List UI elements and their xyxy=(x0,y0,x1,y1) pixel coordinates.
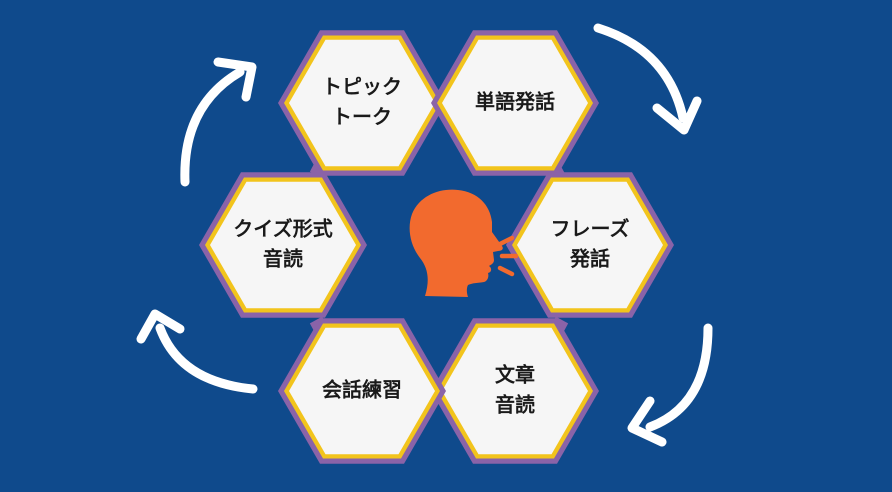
hex-label-line: クイズ形式 xyxy=(233,217,332,241)
hex-face xyxy=(289,327,435,455)
hex-label-line: 会話練習 xyxy=(322,378,402,402)
hex-face xyxy=(442,39,588,167)
arrow-top-left-icon xyxy=(180,57,257,187)
hex-face xyxy=(442,327,588,455)
speaking-head-icon xyxy=(409,189,519,297)
arrow-bottom-left-icon xyxy=(136,309,258,394)
cycle-arrows xyxy=(136,23,713,447)
arrow-bottom-right-icon xyxy=(627,323,713,447)
hex-label-line: 文章 xyxy=(495,363,535,387)
hex-node-conversation-practice: 会話練習 xyxy=(278,318,446,464)
hex-label-line: 音読 xyxy=(263,247,303,271)
hex-face xyxy=(210,181,356,309)
hex-label-line: トピック xyxy=(322,75,402,99)
hex-label-line: フレーズ xyxy=(551,217,630,241)
hex-label-line: トーク xyxy=(332,105,392,129)
arrow-top-right-icon xyxy=(593,23,702,135)
hex-label-line: 音読 xyxy=(495,393,535,417)
hex-face xyxy=(517,181,663,309)
hex-label-line: 単語発話 xyxy=(475,90,555,114)
hex-label-line: 発話 xyxy=(569,247,610,271)
hex-face xyxy=(289,39,435,167)
hex-node-word-pronunciation: 単語発話 xyxy=(431,30,599,176)
